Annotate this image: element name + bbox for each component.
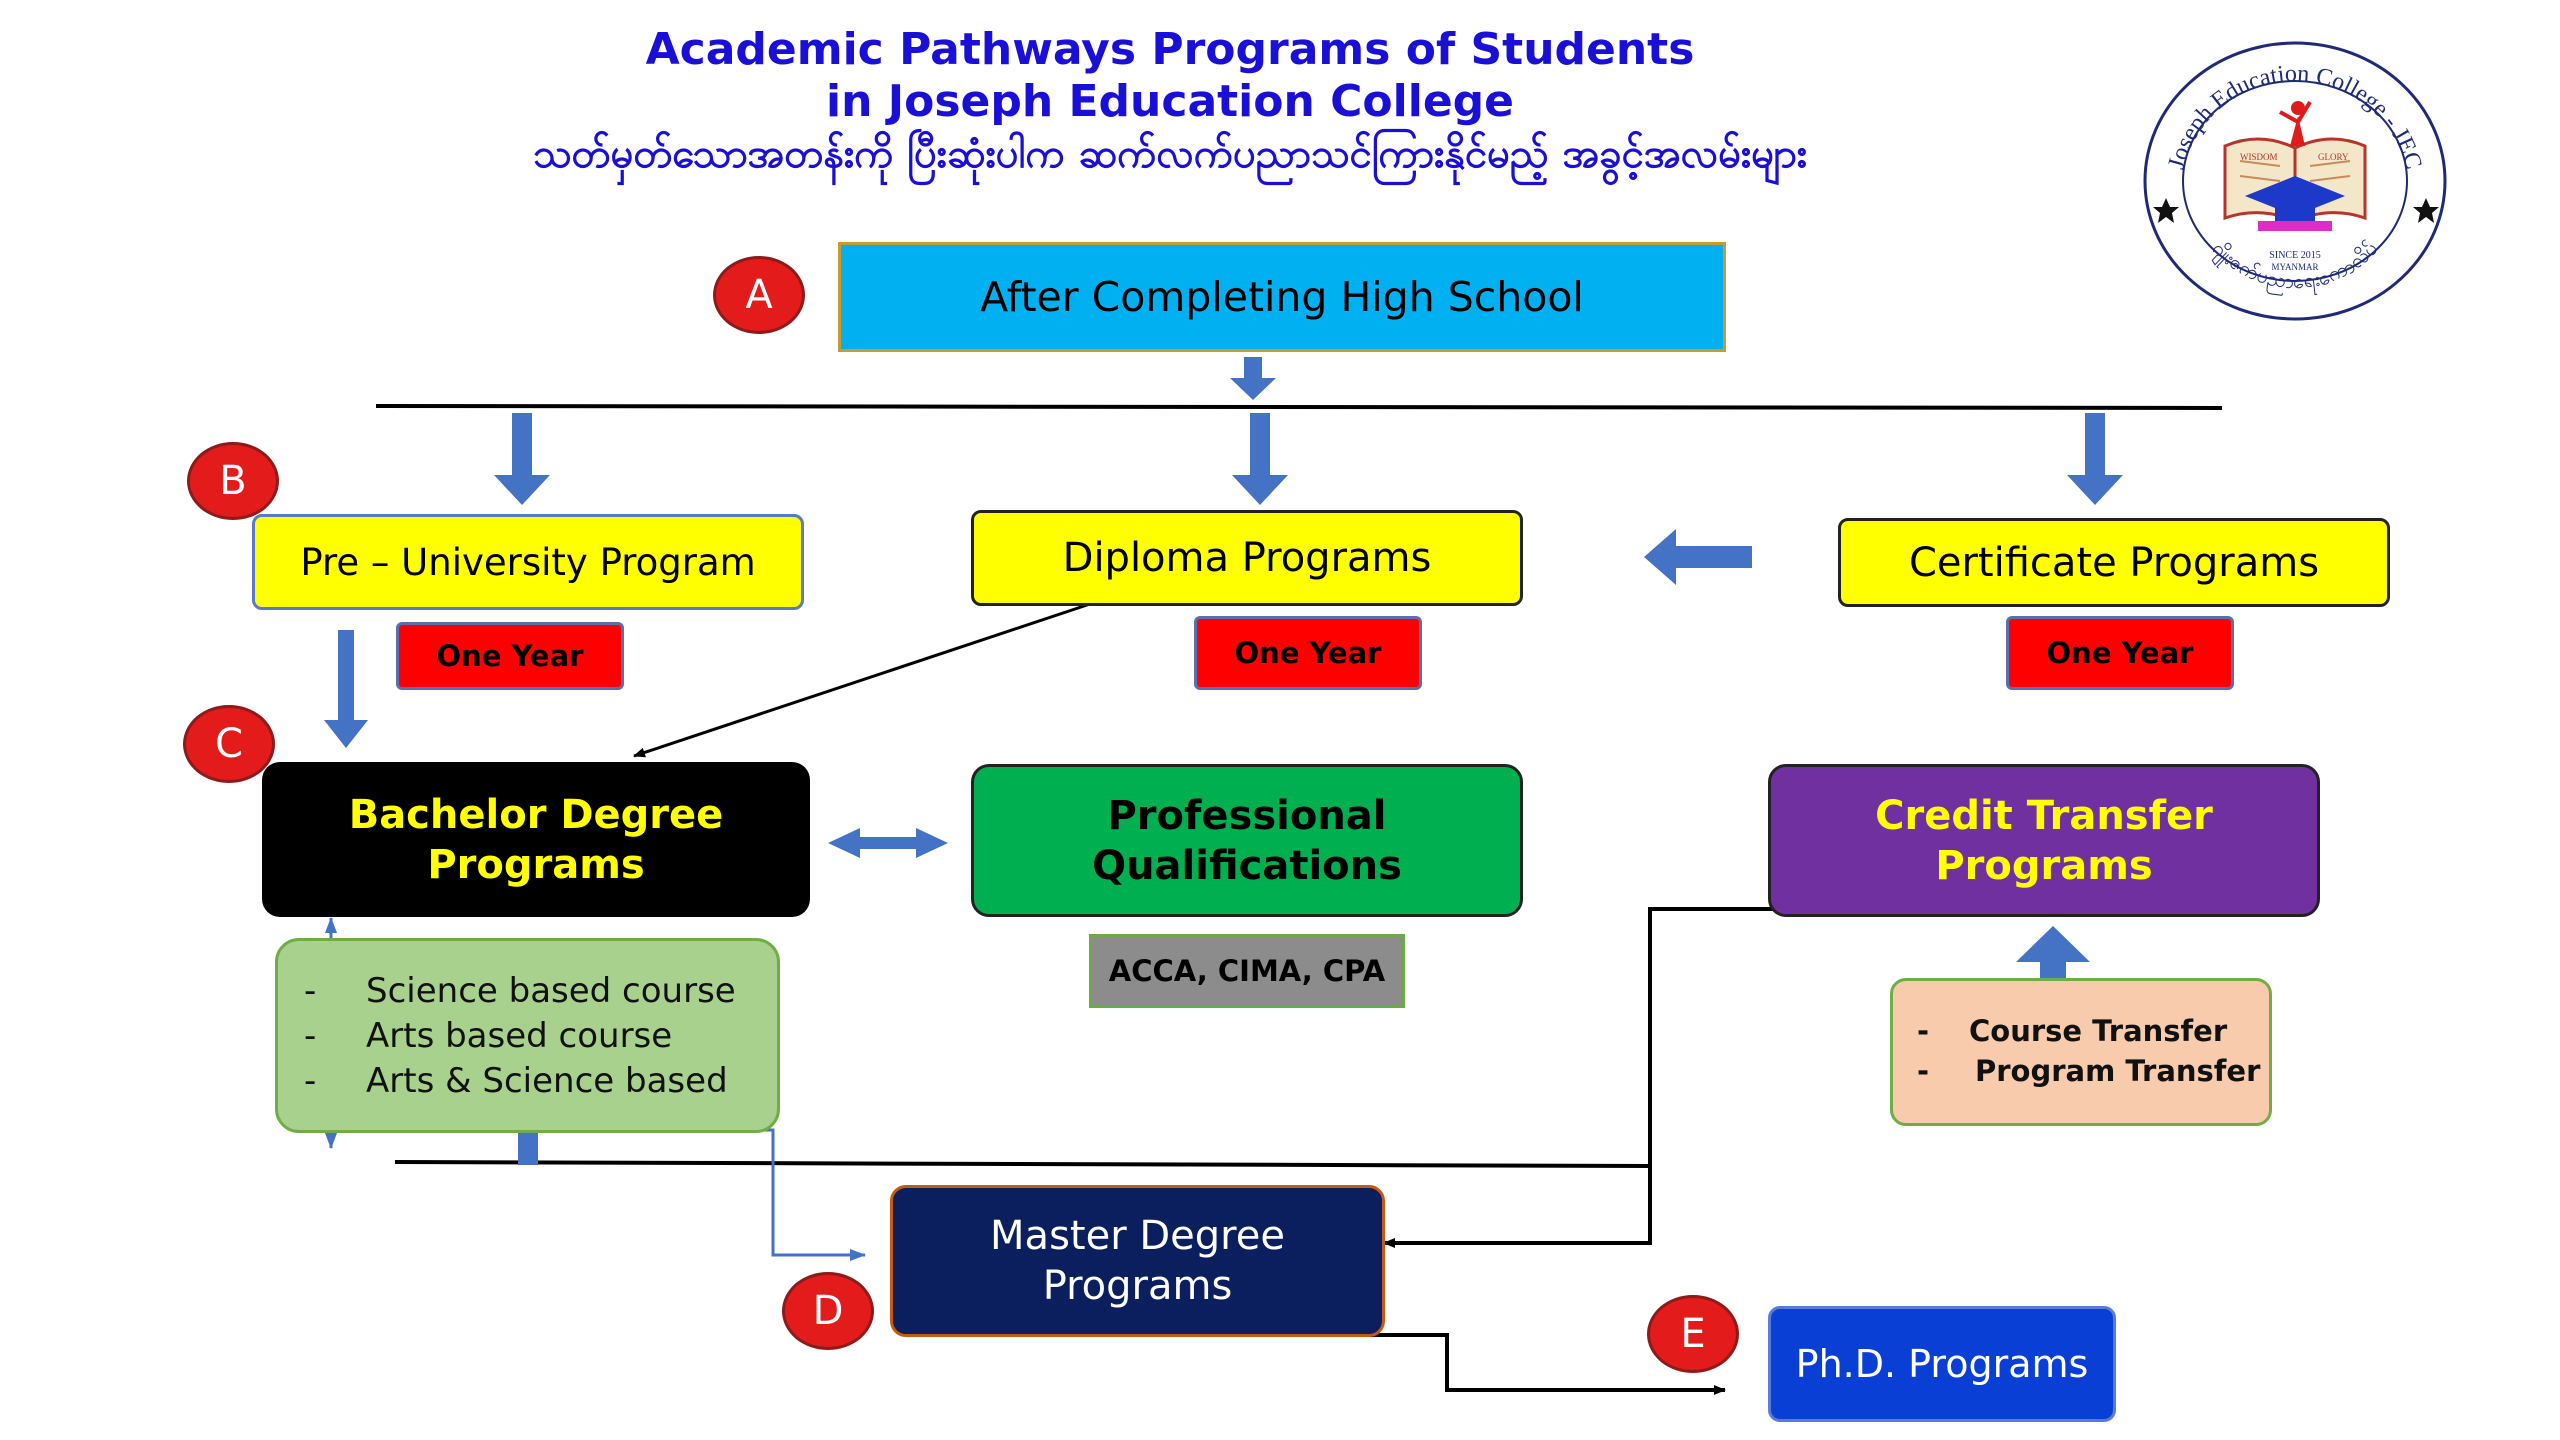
logo-since-text: SINCE 2015 <box>2269 250 2320 261</box>
arrow-left-icon <box>1644 529 1752 585</box>
master-degree-line1: Master Degree <box>990 1213 1285 1259</box>
arrow-up-icon <box>2016 926 2090 998</box>
list-item: -Arts & Science based <box>304 1061 728 1101</box>
list-item: -Science based course <box>304 971 736 1011</box>
professional-line2: Qualifications <box>1092 842 1402 889</box>
professional-qualifications-box: Professional Qualifications <box>971 764 1523 917</box>
list-item: -Course Transfer <box>1917 1014 2228 1048</box>
credit-to-master-connector <box>1383 907 1920 1248</box>
arrow-down-icon <box>324 630 368 748</box>
phd-box: Ph.D. Programs <box>1768 1306 2116 1422</box>
badge-d: D <box>782 1272 874 1350</box>
logo-wisdom-text: WISDOM <box>2240 152 2278 162</box>
professional-examples-box: ACCA, CIMA, CPA <box>1089 934 1405 1008</box>
bachelor-degree-line1: Bachelor Degree <box>348 791 724 838</box>
pre-university-box: Pre – University Program <box>252 514 804 610</box>
master-degree-box: Master Degree Programs <box>890 1185 1385 1337</box>
arrow-down-icon <box>1230 357 1276 400</box>
certificate-box: Certificate Programs <box>1838 518 2390 607</box>
diploma-to-bachelor-connector <box>633 602 1091 758</box>
list-item: -Program Transfer <box>1917 1054 2261 1088</box>
master-degree-line2: Programs <box>1042 1263 1233 1309</box>
credit-transfer-line1: Credit Transfer <box>1875 792 2213 839</box>
credit-transfer-box: Credit Transfer Programs <box>1768 764 2320 917</box>
star-icon <box>2153 198 2179 223</box>
diploma-box: Diploma Programs <box>971 510 1523 606</box>
double-arrow-icon <box>828 828 948 858</box>
arrow-down-icon <box>2067 413 2123 505</box>
credit-transfer-line2: Programs <box>1935 842 2153 889</box>
bachelor-courses-box: -Science based course -Arts based course… <box>275 938 780 1133</box>
college-logo: Joseph Education College - JEC ဂျိုးဇက်ပ… <box>2140 36 2450 326</box>
top-divider-line <box>375 404 2223 410</box>
logo-glory-text: GLORY <box>2318 152 2349 162</box>
courses-to-master-connector <box>680 1128 866 1261</box>
badge-a: A <box>713 256 805 334</box>
arrow-down-icon <box>1232 413 1288 505</box>
diploma-duration: One Year <box>1194 616 1422 690</box>
pre-university-duration: One Year <box>396 622 624 690</box>
arrow-down-icon <box>494 413 550 505</box>
title-line-2: in Joseph Education College <box>826 76 1514 127</box>
list-item: -Arts based course <box>304 1016 673 1056</box>
title-line-1: Academic Pathways Programs of Students <box>645 24 1695 75</box>
graduation-cap-icon <box>2245 176 2345 231</box>
badge-e: E <box>1647 1295 1739 1373</box>
professional-line1: Professional <box>1107 792 1387 839</box>
transfer-types-box: -Course Transfer -Program Transfer <box>1890 978 2272 1126</box>
badge-c: C <box>183 705 275 783</box>
bachelor-degree-box: Bachelor Degree Programs <box>262 762 810 917</box>
master-to-phd-connector <box>1168 1333 1726 1395</box>
bottom-divider-line <box>394 1160 1653 1168</box>
student-figure-icon <box>2279 100 2312 146</box>
certificate-duration: One Year <box>2006 616 2234 690</box>
badge-b: B <box>187 442 279 520</box>
bachelor-degree-line2: Programs <box>427 841 645 888</box>
logo-country-text: MYANMAR <box>2271 262 2318 272</box>
high-school-box: After Completing High School <box>838 242 1726 352</box>
title-line-3: သတ်မှတ်သောအတန်းကို ပြီးဆုံးပါက ဆက်လက်ပညာ… <box>532 131 1807 177</box>
star-icon <box>2413 198 2439 223</box>
